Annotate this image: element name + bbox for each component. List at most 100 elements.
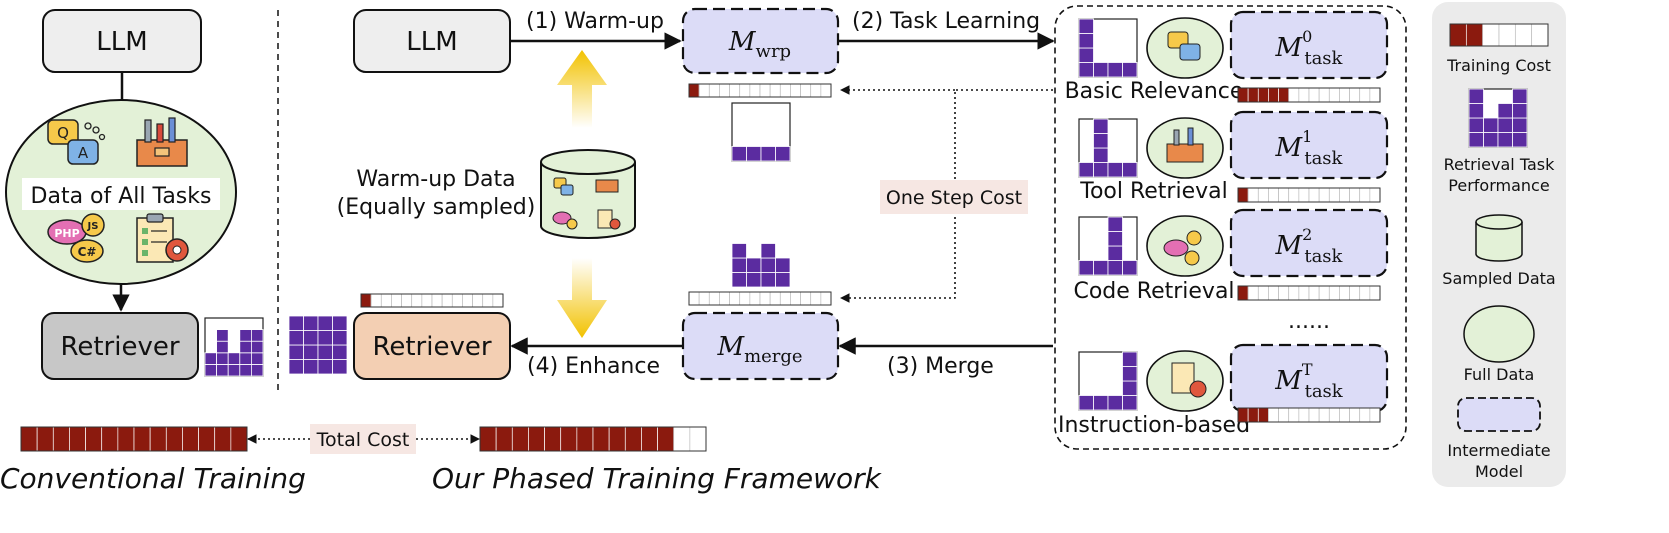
warmup-performance-grid	[731, 102, 791, 162]
task-cost-segment	[1257, 187, 1269, 203]
task-learning-panel	[1054, 5, 1407, 450]
task-model-box	[1229, 10, 1389, 80]
conventional-performance-grid	[204, 317, 264, 377]
task-perf-cell	[1078, 62, 1094, 78]
task-perf-cell	[1107, 231, 1123, 247]
task-cost-segment	[1359, 87, 1371, 103]
retriever-box-conventional	[41, 312, 199, 380]
task-cost-segment	[1237, 407, 1249, 423]
enhanced-perf-cell	[317, 359, 333, 375]
task-perf-cell	[1093, 162, 1109, 178]
conventional-cost-segment	[36, 426, 54, 452]
legend-perf-cell	[1483, 117, 1499, 133]
toolbox-icon	[136, 117, 188, 167]
task-cost-segment	[1339, 407, 1350, 423]
conventional-cost-segment	[117, 426, 135, 452]
merge-performance-grid	[731, 243, 791, 288]
conventional-cost-segment	[69, 426, 86, 452]
retriever-cost-segment	[411, 293, 423, 308]
total-cost-segment	[592, 426, 610, 452]
total-cost-segment	[608, 426, 626, 452]
legend-cost-outline	[1449, 23, 1549, 47]
merge-cost-segment	[719, 291, 730, 306]
task-model-box	[1229, 110, 1389, 180]
legend-perf-cell	[1497, 103, 1513, 119]
warmup-cost-segment	[688, 83, 700, 98]
task-cost-outline	[1237, 187, 1381, 203]
qa-chat-icon: Q A	[47, 119, 106, 165]
merge-perf-cell	[731, 257, 747, 273]
merge-cost-segment	[800, 291, 812, 306]
enhanced-perf-cell	[303, 330, 319, 346]
retriever-box-phased	[353, 312, 511, 380]
svg-text:JS: JS	[87, 221, 99, 232]
conventional-perf-cell	[216, 329, 229, 342]
retriever-cost-segment	[482, 293, 494, 308]
total-cost-segment	[479, 426, 497, 452]
merge-cost-segment	[790, 291, 801, 306]
phased-section: LLM (1) Warm-up Mwrp (2) Task Learning W…	[247, 5, 1407, 495]
conventional-perf-cell	[216, 340, 229, 354]
task-cost-segment	[1257, 285, 1269, 301]
legend-perf-cell	[1468, 88, 1484, 104]
task-cost-segment	[1247, 407, 1259, 423]
merge-perf-cell	[775, 272, 791, 288]
code-icon: PHP JS C#	[47, 213, 105, 263]
conventional-cost-outline	[20, 426, 248, 452]
conventional-perf-cell	[239, 352, 252, 365]
legend-model-icon	[1457, 397, 1541, 432]
task-cost-segment	[1369, 87, 1381, 103]
warmup-cost-segment	[820, 83, 832, 98]
conventional-cost-bar	[20, 426, 248, 452]
legend-perf-cell	[1468, 103, 1484, 119]
task-cost-segment	[1257, 407, 1269, 423]
conventional-perf-cell	[250, 329, 264, 342]
task-cost-segment	[1268, 87, 1279, 103]
task-cost-segment	[1339, 187, 1350, 203]
sampled-data-cylinder	[540, 149, 636, 239]
conventional-perf-cell	[216, 363, 229, 377]
enhanced-perf-cell	[288, 359, 304, 375]
conventional-cost-segment	[198, 426, 216, 452]
task-cost-segment	[1288, 187, 1300, 203]
retriever-cost-segment	[370, 293, 382, 308]
merge-cost-segment	[759, 291, 771, 306]
warmup-cost-segment	[729, 83, 741, 98]
toolbox-icon	[1146, 117, 1224, 179]
retriever-cost-segment	[472, 293, 484, 308]
merge-perf-cell	[731, 243, 747, 259]
enhanced-perf-cell	[317, 330, 333, 346]
total-cost-outline	[479, 426, 707, 452]
legend: Training Cost Retrieval Task Performance…	[1432, 2, 1566, 487]
enhanced-perf-cell	[317, 315, 333, 331]
task-cost-segment	[1288, 285, 1300, 301]
legend-perf-cell	[1468, 117, 1484, 133]
merge-cost-outline	[688, 291, 832, 306]
task-cost-segment	[1369, 187, 1381, 203]
total-cost-segment	[544, 426, 562, 452]
data-of-all-tasks-label: Data of All Tasks	[31, 184, 212, 209]
merge-cost-segment	[779, 291, 791, 306]
merge-perf-cell	[760, 243, 776, 259]
step2-label: (2) Task Learning	[852, 9, 1040, 34]
task-cost-outline	[1237, 407, 1381, 423]
task-cost-segment	[1359, 187, 1371, 203]
conventional-cost-segment	[20, 426, 38, 452]
task-cost-segment	[1268, 285, 1279, 301]
task-cost-segment	[1339, 285, 1350, 301]
task-perf-cell	[1093, 118, 1109, 134]
task-perf-cell	[1093, 133, 1109, 149]
total-cost-segment	[560, 426, 578, 452]
retriever-cost-segment	[421, 293, 433, 308]
legend-perf-cell	[1483, 132, 1499, 148]
retriever-cost-segment	[431, 293, 443, 308]
enhanced-perf-cell	[288, 344, 304, 360]
legend-cost-segment	[1498, 23, 1516, 47]
legend-training-cost: Training Cost	[1446, 56, 1551, 75]
task-model-box	[1229, 208, 1389, 278]
task-cost-segment	[1328, 187, 1340, 203]
task-perf-cell	[1078, 18, 1094, 34]
